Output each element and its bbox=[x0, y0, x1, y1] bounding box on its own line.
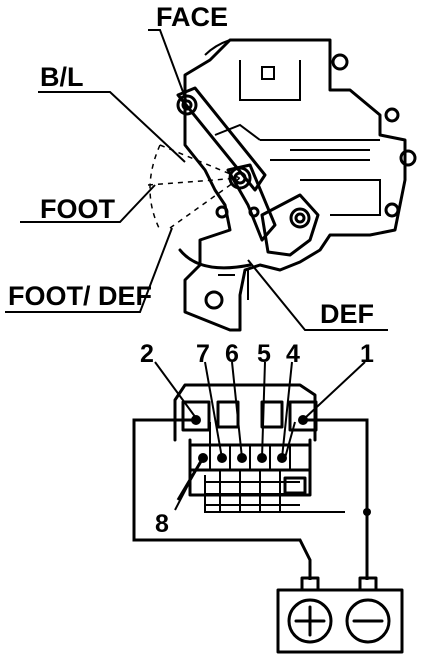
pin-6-label: 6 bbox=[225, 340, 239, 368]
def-label: DEF bbox=[320, 299, 374, 329]
pin-7-label: 7 bbox=[196, 340, 210, 368]
actuator-housing bbox=[176, 38, 417, 332]
face-label: FACE bbox=[156, 2, 228, 32]
pin-2-dot bbox=[191, 415, 201, 425]
battery bbox=[276, 576, 404, 654]
pin-2-label: 2 bbox=[140, 340, 154, 368]
pin-leader-lines bbox=[154, 361, 366, 511]
positive-terminal bbox=[287, 598, 333, 644]
foot-def-label: FOOT/ DEF bbox=[8, 281, 152, 311]
negative-terminal bbox=[345, 598, 391, 644]
pin-4-label: 4 bbox=[286, 340, 300, 368]
pin-8-dot bbox=[198, 453, 208, 463]
splice-dot bbox=[363, 508, 371, 516]
pin-1-label: 1 bbox=[360, 340, 374, 368]
leader-lines bbox=[5, 29, 388, 331]
pin-5-label: 5 bbox=[257, 340, 271, 368]
pin-8-label: 8 bbox=[155, 510, 169, 538]
plus-symbol-icon bbox=[294, 605, 326, 637]
bl-label: B/L bbox=[40, 62, 84, 92]
foot-label: FOOT bbox=[40, 194, 115, 224]
